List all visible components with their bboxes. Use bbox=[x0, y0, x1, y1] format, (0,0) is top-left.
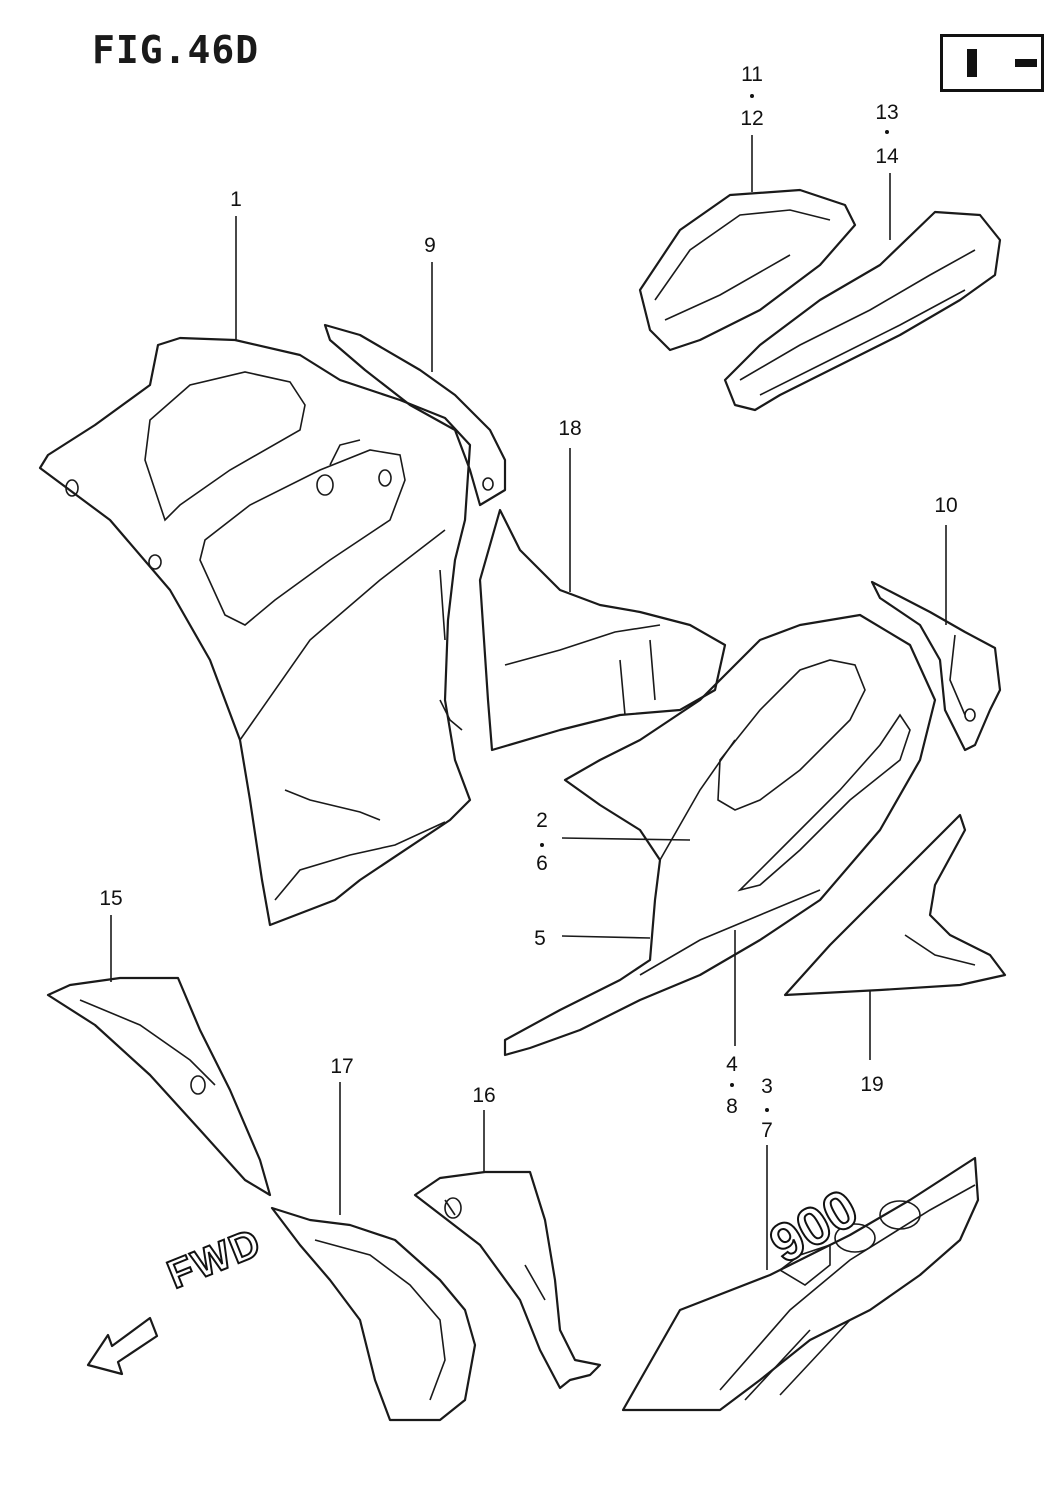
part-3-decal-panel bbox=[623, 1158, 978, 1410]
label-part-6: 6 bbox=[536, 852, 548, 875]
label-part-17: 17 bbox=[330, 1055, 354, 1078]
label-part-18: 18 bbox=[558, 417, 582, 440]
part-15-side-cover bbox=[48, 978, 270, 1195]
label-part-14: 14 bbox=[875, 145, 899, 168]
figure-title: FIG.46D bbox=[92, 28, 260, 72]
part-16-bracket-panel bbox=[415, 1172, 600, 1388]
label-separator-dot bbox=[540, 843, 544, 847]
label-part-16: 16 bbox=[472, 1084, 496, 1107]
part-2-lower-cowling bbox=[505, 615, 935, 1055]
label-separator-dot bbox=[730, 1083, 734, 1087]
forward-arrow-icon bbox=[88, 1318, 157, 1374]
part-10-small-panel bbox=[872, 582, 1000, 750]
part-9-trim-strip bbox=[325, 325, 505, 505]
label-separator-dot bbox=[765, 1108, 769, 1112]
label-part-8: 8 bbox=[726, 1095, 738, 1118]
label-part-13: 13 bbox=[875, 101, 899, 124]
part-17-duct bbox=[272, 1208, 475, 1420]
label-part-15: 15 bbox=[99, 887, 123, 910]
label-part-3: 3 bbox=[761, 1075, 773, 1098]
label-part-1: 1 bbox=[230, 188, 242, 211]
label-part-2: 2 bbox=[536, 809, 548, 832]
label-part-5: 5 bbox=[534, 927, 546, 950]
part-1-upper-cowling bbox=[40, 338, 470, 925]
label-part-9: 9 bbox=[424, 234, 436, 257]
label-part-10: 10 bbox=[934, 494, 958, 517]
label-part-4: 4 bbox=[726, 1053, 738, 1076]
leader-lines bbox=[111, 135, 946, 1270]
part-18-inner-panel bbox=[480, 510, 725, 750]
label-part-12: 12 bbox=[740, 107, 764, 130]
label-part-19: 19 bbox=[860, 1073, 884, 1096]
model-code-badge-icon bbox=[940, 34, 1044, 92]
label-part-11: 11 bbox=[741, 63, 763, 86]
label-separator-dot bbox=[885, 130, 889, 134]
label-separator-dot bbox=[750, 94, 754, 98]
part-13-emblem bbox=[725, 212, 1000, 410]
label-part-7: 7 bbox=[761, 1119, 773, 1142]
part-19-winglet bbox=[785, 815, 1005, 995]
part-11-emblem bbox=[640, 190, 855, 350]
